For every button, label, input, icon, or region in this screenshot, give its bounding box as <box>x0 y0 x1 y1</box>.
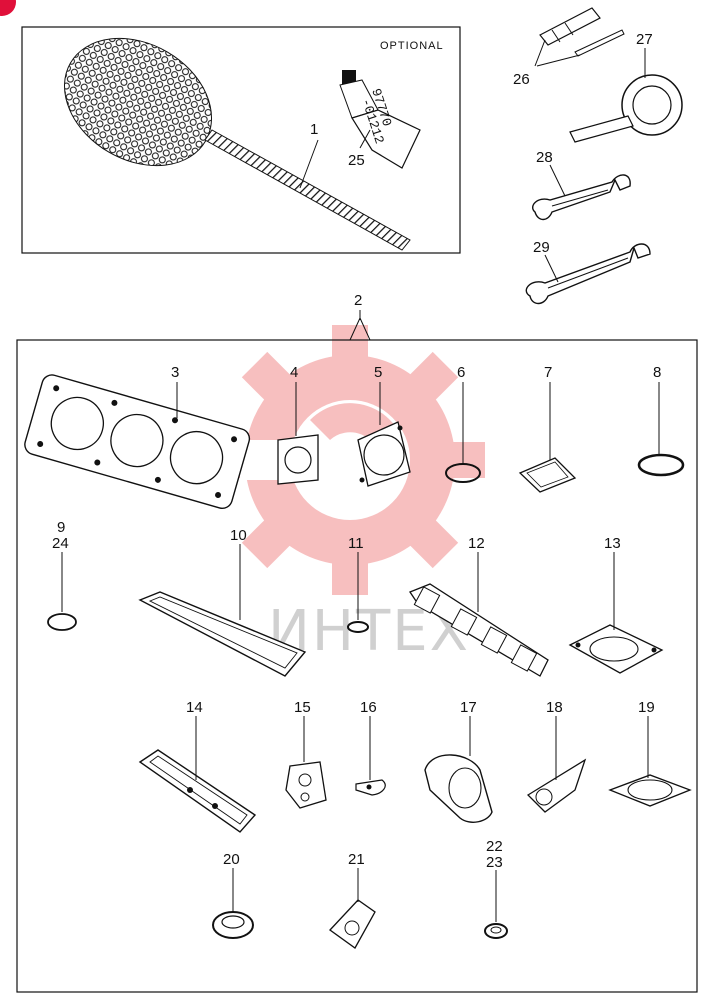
part-16-gasket <box>355 779 386 796</box>
callout-28: 28 <box>536 149 553 166</box>
part-8-o-ring <box>637 453 685 477</box>
part-10-cover-gasket <box>138 591 307 677</box>
callout-1: 1 <box>310 121 318 138</box>
callout-3: 3 <box>171 364 179 381</box>
callout-9: 9 <box>57 519 65 536</box>
part-1-brush <box>63 37 411 251</box>
part-20-washer <box>212 911 254 939</box>
callout-27: 27 <box>636 31 653 48</box>
corner-badge <box>0 0 16 16</box>
part-11-o-ring <box>347 621 369 633</box>
callout-15: 15 <box>294 699 311 716</box>
part-19-gasket <box>608 774 692 807</box>
part-22-washer <box>484 923 508 939</box>
part-17-gasket <box>424 754 493 823</box>
optional-label: OPTIONAL <box>380 40 444 52</box>
callout-18: 18 <box>546 699 563 716</box>
callout-6: 6 <box>457 364 465 381</box>
part-15-gasket <box>285 761 327 809</box>
callout-17: 17 <box>460 699 477 716</box>
callout-4: 4 <box>290 364 298 381</box>
callout-12: 12 <box>468 535 485 552</box>
callout-23: 23 <box>486 854 503 871</box>
callout-5: 5 <box>374 364 382 381</box>
callout-14: 14 <box>186 699 203 716</box>
callout-24: 24 <box>52 535 69 552</box>
part-21-gasket <box>329 899 376 949</box>
part-7-gasket <box>518 457 577 493</box>
part-18-gasket <box>526 758 587 813</box>
callout-8: 8 <box>653 364 661 381</box>
part-4-gasket <box>277 434 319 485</box>
callout-2: 2 <box>354 292 362 309</box>
callout-11: 11 <box>348 535 364 552</box>
part-27-spanner <box>569 48 683 143</box>
callout-16: 16 <box>360 699 377 716</box>
part-12-manifold-gasket <box>409 583 549 677</box>
part-28-wrench <box>532 164 631 221</box>
callout-7: 7 <box>544 364 552 381</box>
callout-20: 20 <box>223 851 240 868</box>
part-25-sealant-tube: 97770 -01212 <box>339 70 421 169</box>
part-13-gasket <box>568 624 664 674</box>
callout-21: 21 <box>348 851 365 868</box>
gasket-kit-box <box>16 339 698 993</box>
callout-25: 25 <box>348 152 365 169</box>
callout-29: 29 <box>533 239 550 256</box>
part-3-head-gasket <box>24 374 251 510</box>
part-9-o-ring <box>47 613 77 631</box>
part-29-wrench <box>525 243 651 305</box>
optional-box <box>21 26 461 254</box>
callout-10: 10 <box>230 527 247 544</box>
callout-19: 19 <box>638 699 655 716</box>
callout-22: 22 <box>486 838 503 855</box>
callout-26: 26 <box>513 71 530 88</box>
part-26-screwdriver <box>534 7 625 67</box>
callout-13: 13 <box>604 535 621 552</box>
part-5-gasket <box>357 421 411 487</box>
part-14-gasket <box>138 749 257 833</box>
